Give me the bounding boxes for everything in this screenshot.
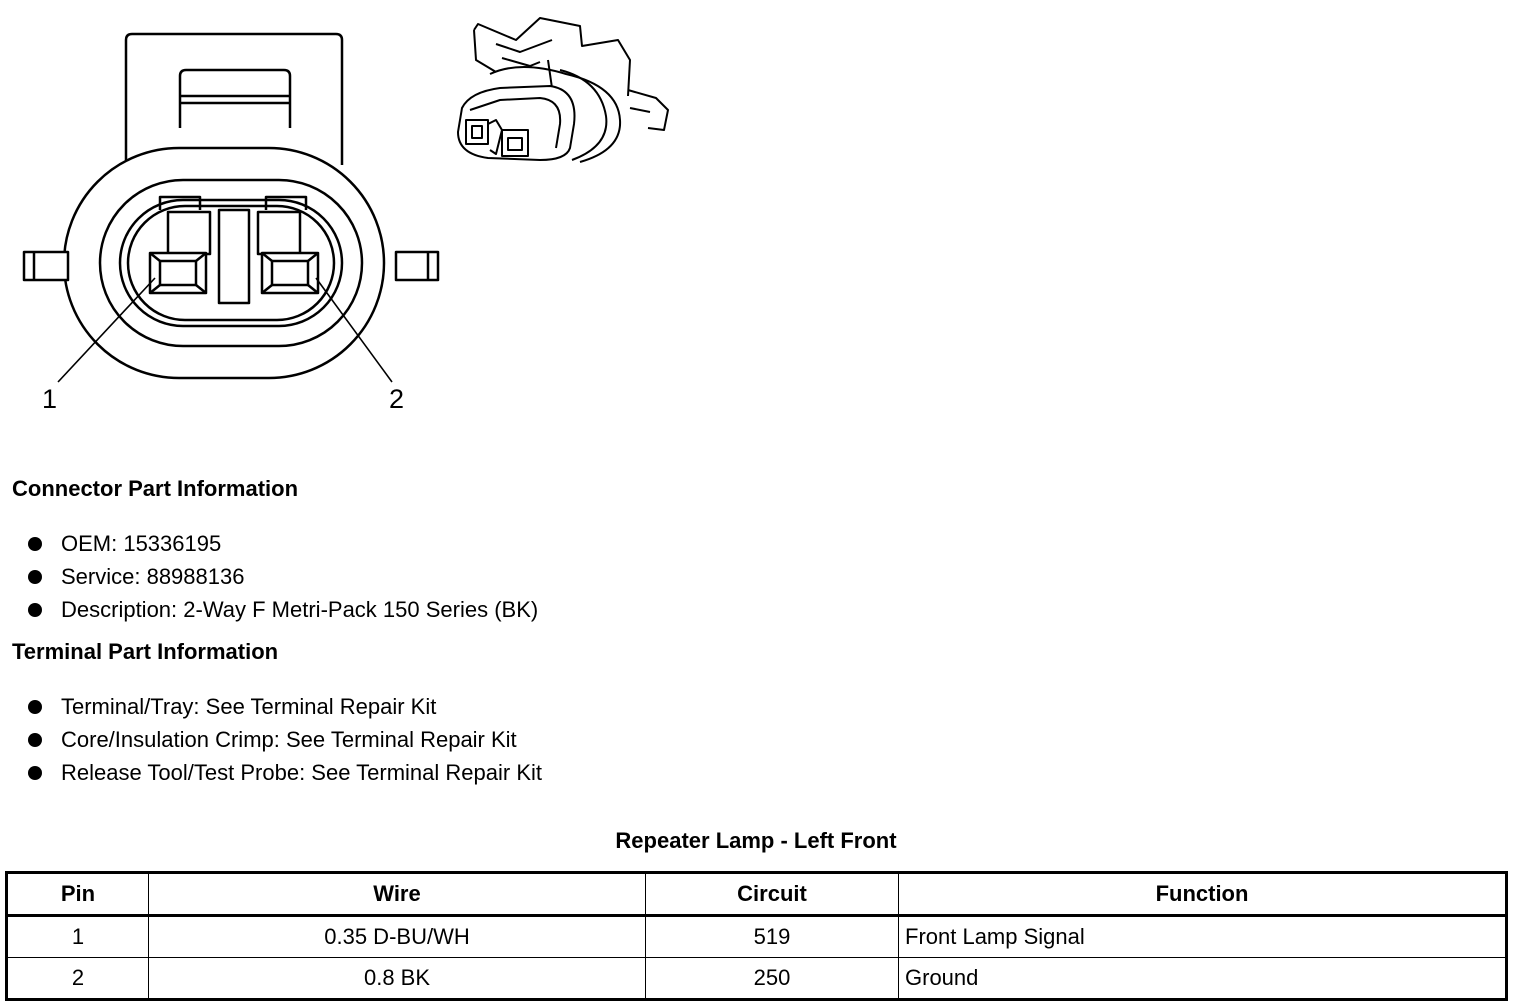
cell-circuit: 519 (645, 915, 899, 958)
cell-circuit: 250 (645, 957, 899, 1000)
header-circuit: Circuit (645, 872, 899, 917)
release-tool-info: Release Tool/Test Probe: See Terminal Re… (61, 760, 542, 785)
table-header-row: Pin Wire Circuit Function (6, 872, 1507, 917)
crimp-info: Core/Insulation Crimp: See Terminal Repa… (61, 727, 517, 752)
bullet-icon (28, 766, 42, 780)
cell-function: Front Lamp Signal (898, 915, 1507, 958)
list-item: Release Tool/Test Probe: See Terminal Re… (28, 762, 542, 795)
bullet-icon (28, 733, 42, 747)
cell-function: Ground (898, 957, 1507, 1000)
table-row: 1 0.35 D-BU/WH 519 Front Lamp Signal (6, 915, 1507, 958)
table-title: Repeater Lamp - Left Front (615, 828, 897, 853)
oem-part-number: OEM: 15336195 (61, 531, 222, 556)
bullet-icon (28, 537, 42, 551)
bullet-icon (28, 603, 42, 617)
cell-wire: 0.8 BK (148, 957, 646, 1000)
connector-isometric-view (457, 17, 669, 163)
list-item: Description: 2-Way F Metri-Pack 150 Seri… (28, 599, 538, 632)
bullet-icon (28, 700, 42, 714)
list-item: Service: 88988136 (28, 566, 538, 599)
connector-description: Description: 2-Way F Metri-Pack 150 Seri… (61, 597, 539, 622)
terminal-part-info-heading: Terminal Part Information (12, 639, 279, 664)
pin-1-label: 1 (42, 384, 58, 414)
header-function: Function (898, 872, 1507, 917)
pin-table: Pin Wire Circuit Function 1 0.35 D-BU/WH… (5, 871, 1508, 1001)
header-pin: Pin (6, 872, 149, 917)
terminal-tray-info: Terminal/Tray: See Terminal Repair Kit (61, 694, 437, 719)
service-part-number: Service: 88988136 (61, 564, 245, 589)
connector-part-info-list: OEM: 15336195 Service: 88988136 Descript… (28, 533, 538, 632)
list-item: Core/Insulation Crimp: See Terminal Repa… (28, 729, 542, 762)
connector-diagram (22, 17, 669, 383)
header-wire: Wire (148, 872, 646, 917)
cell-pin: 2 (6, 957, 149, 1000)
cell-wire: 0.35 D-BU/WH (148, 915, 646, 958)
list-item: Terminal/Tray: See Terminal Repair Kit (28, 696, 542, 729)
pin-2-label: 2 (389, 384, 405, 414)
connector-face-view (22, 32, 440, 383)
cell-pin: 1 (6, 915, 149, 958)
bullet-icon (28, 570, 42, 584)
table-row: 2 0.8 BK 250 Ground (6, 957, 1507, 1000)
terminal-part-info-list: Terminal/Tray: See Terminal Repair Kit C… (28, 696, 542, 795)
list-item: OEM: 15336195 (28, 533, 538, 566)
connector-part-info-heading: Connector Part Information (12, 476, 299, 501)
